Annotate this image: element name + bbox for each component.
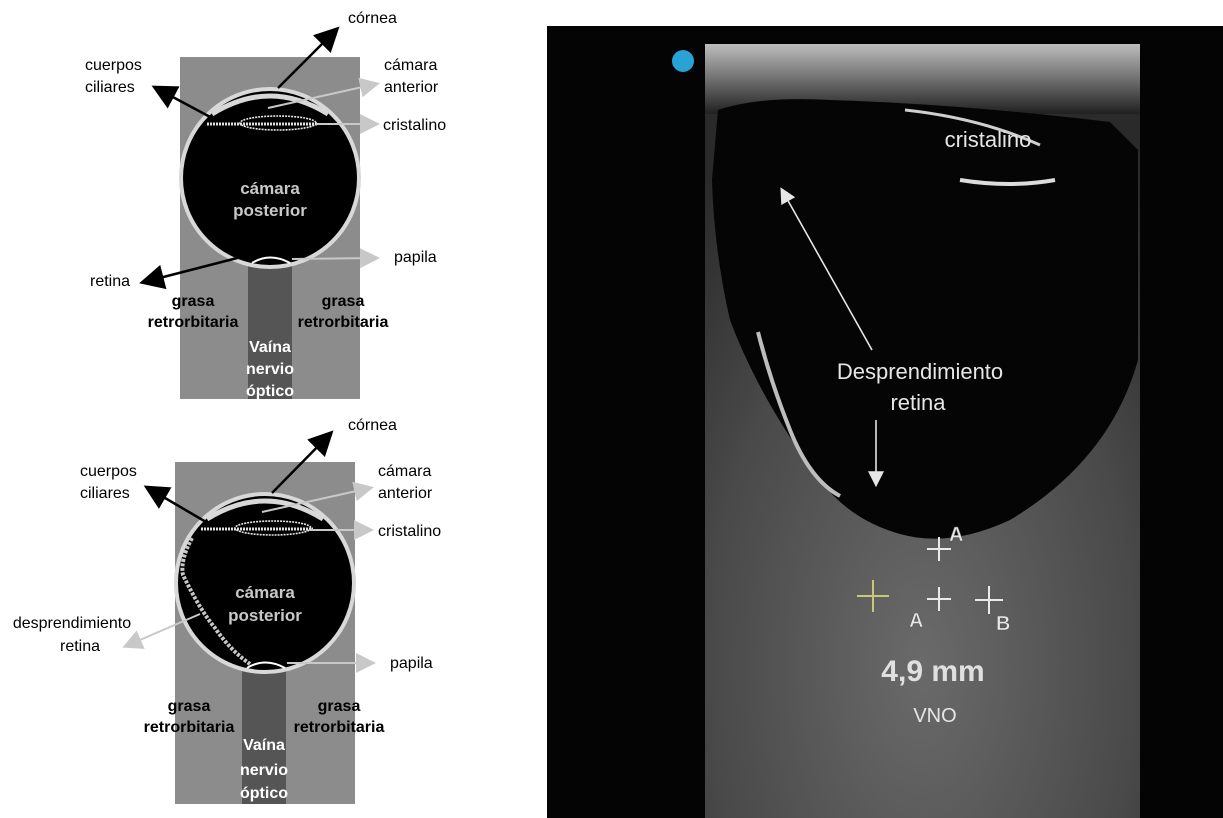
optic-nerve-sheath: [248, 262, 292, 399]
label-grasa-right-1: grasa: [322, 293, 365, 310]
us-label-cristalino: cristalino: [945, 127, 1032, 152]
label-cuerpos: cuerpos: [85, 57, 142, 74]
label-grasa-left-1: grasa: [168, 698, 211, 715]
label-cornea: córnea: [348, 10, 397, 27]
label-camara-anterior-1: cámara: [384, 57, 437, 74]
arrow-papila: [292, 258, 376, 259]
label-grasa-left-2: retrorbitaria: [148, 314, 239, 331]
label-vaina-3: óptico: [240, 785, 288, 802]
label-vaina-3: óptico: [246, 383, 294, 400]
label-grasa-right-1: grasa: [318, 698, 361, 715]
diagram-retinal-detachment: córnea cuerpos ciliares cámara anterior …: [13, 417, 441, 804]
label-camara-posterior-1: cámara: [240, 179, 300, 198]
caliper-right-b-label: B: [996, 613, 1010, 635]
us-label-desprendimiento-1: Desprendimiento: [837, 359, 1003, 384]
label-papila: papila: [390, 655, 433, 672]
caliper-top-a-label: A: [949, 524, 963, 546]
label-cristalino: cristalino: [383, 117, 446, 134]
label-grasa-right-2: retrorbitaria: [294, 719, 385, 736]
label-camara-anterior-2: anterior: [384, 79, 439, 96]
label-grasa-left-2: retrorbitaria: [144, 719, 235, 736]
label-desprendimiento-2: retina: [60, 638, 100, 655]
label-desprendimiento-1: desprendimiento: [13, 615, 131, 632]
ultrasound-image: cristalino Desprendimiento retina A A B …: [547, 26, 1223, 818]
label-camara-posterior-2: posterior: [233, 201, 307, 220]
label-vaina-2: nervio: [240, 762, 288, 779]
label-cuerpos: cuerpos: [80, 463, 137, 480]
label-camara-posterior-1: cámara: [235, 583, 295, 602]
label-camara-anterior-2: anterior: [378, 485, 433, 502]
label-cristalino: cristalino: [378, 523, 441, 540]
label-papila: papila: [394, 249, 437, 266]
label-vaina-1: Vaína: [243, 737, 285, 754]
us-measurement-value: 4,9 mm: [881, 655, 984, 688]
us-label-desprendimiento-2: retina: [890, 390, 946, 415]
label-ciliares: ciliares: [80, 485, 130, 502]
label-ciliares: ciliares: [85, 79, 135, 96]
label-cornea: córnea: [348, 417, 397, 434]
label-camara-anterior-1: cámara: [378, 463, 431, 480]
label-vaina-2: nervio: [246, 361, 294, 378]
optic-nerve-sheath: [242, 667, 286, 804]
probe-marker-icon: [672, 50, 694, 72]
diagram-normal-eye: córnea cuerpos ciliares cámara anterior …: [85, 10, 446, 400]
caliper-mid-a-label: A: [909, 610, 923, 632]
label-camara-posterior-2: posterior: [228, 606, 302, 625]
label-vaina-1: Vaína: [249, 339, 291, 356]
label-grasa-right-2: retrorbitaria: [298, 314, 389, 331]
us-measurement-label: VNO: [913, 705, 956, 727]
label-grasa-left-1: grasa: [172, 293, 215, 310]
label-retina: retina: [90, 273, 130, 290]
